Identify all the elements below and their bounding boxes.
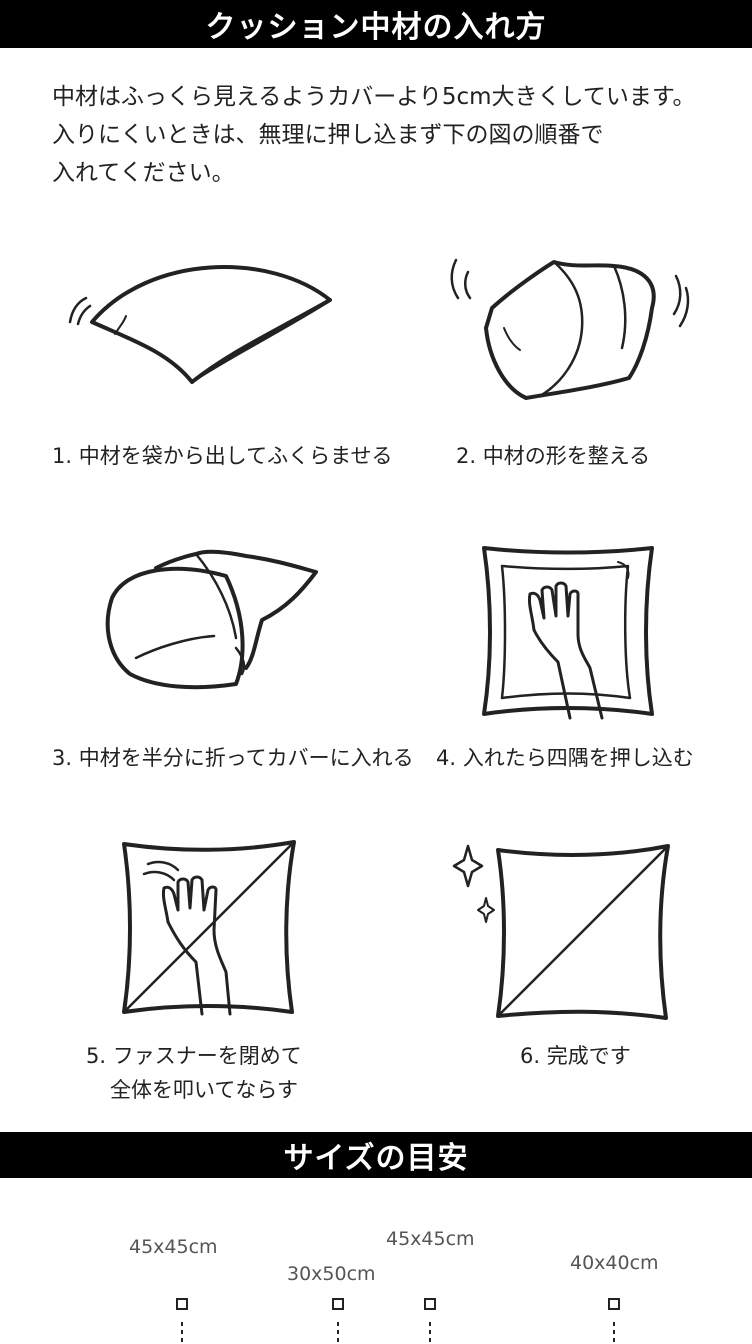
dashed-line	[429, 1322, 431, 1344]
section-title: クッション中材の入れ方	[205, 10, 547, 45]
fold-pillow-icon	[105, 549, 318, 690]
step-4-illustration	[478, 542, 658, 722]
step-1-illustration	[60, 252, 340, 392]
intro-line-1: 中材はふっくら見えるようカバーより5cm大きくしています。	[52, 84, 696, 110]
step-3-caption: 3. 中材を半分に折ってカバーに入れる	[52, 746, 414, 770]
step-2-illustration	[444, 248, 694, 408]
dashed-line	[181, 1322, 183, 1344]
size-marker-icon	[332, 1298, 344, 1310]
size-label: 30x50cm	[287, 1263, 376, 1285]
step-6-caption: 6. 完成です	[520, 1044, 631, 1068]
dashed-line	[337, 1322, 339, 1344]
section-banner-how-to: クッション中材の入れ方	[0, 0, 752, 48]
size-marker-icon	[608, 1298, 620, 1310]
step-2-caption: 2. 中材の形を整える	[456, 444, 651, 468]
section-title: サイズの目安	[283, 1141, 469, 1176]
size-label: 45x45cm	[386, 1228, 475, 1250]
step-1-caption: 1. 中材を袋から出してふくらませる	[52, 444, 393, 468]
step-5-caption-line-1: 5. ファスナーを閉めて	[86, 1044, 302, 1068]
intro-line-2: 入りにくいときは、無理に押し込まず下の図の順番で	[52, 122, 604, 148]
push-corners-icon	[482, 546, 654, 720]
step-5-illustration	[118, 838, 298, 1018]
size-label: 40x40cm	[570, 1252, 659, 1274]
step-6-illustration	[452, 842, 672, 1022]
size-marker-icon	[176, 1298, 188, 1310]
step-4-caption: 4. 入れたら四隅を押し込む	[436, 746, 694, 770]
size-label: 45x45cm	[129, 1236, 218, 1258]
intro-line-3: 入れてください。	[52, 160, 235, 186]
section-banner-size: サイズの目安	[0, 1132, 752, 1178]
finished-cushion-icon	[452, 844, 670, 1020]
fluff-pillow-icon	[68, 265, 332, 384]
dashed-line	[613, 1322, 615, 1344]
step-3-illustration	[96, 548, 336, 698]
step-5-caption-line-2: 全体を叩いてならす	[110, 1078, 298, 1102]
shake-pillow-icon	[450, 258, 690, 400]
pat-cushion-icon	[122, 840, 296, 1016]
intro-text: 中材はふっくら見えるようカバーより5cm大きくしています。 入りにくいときは、無…	[52, 78, 752, 192]
size-marker-icon	[424, 1298, 436, 1310]
